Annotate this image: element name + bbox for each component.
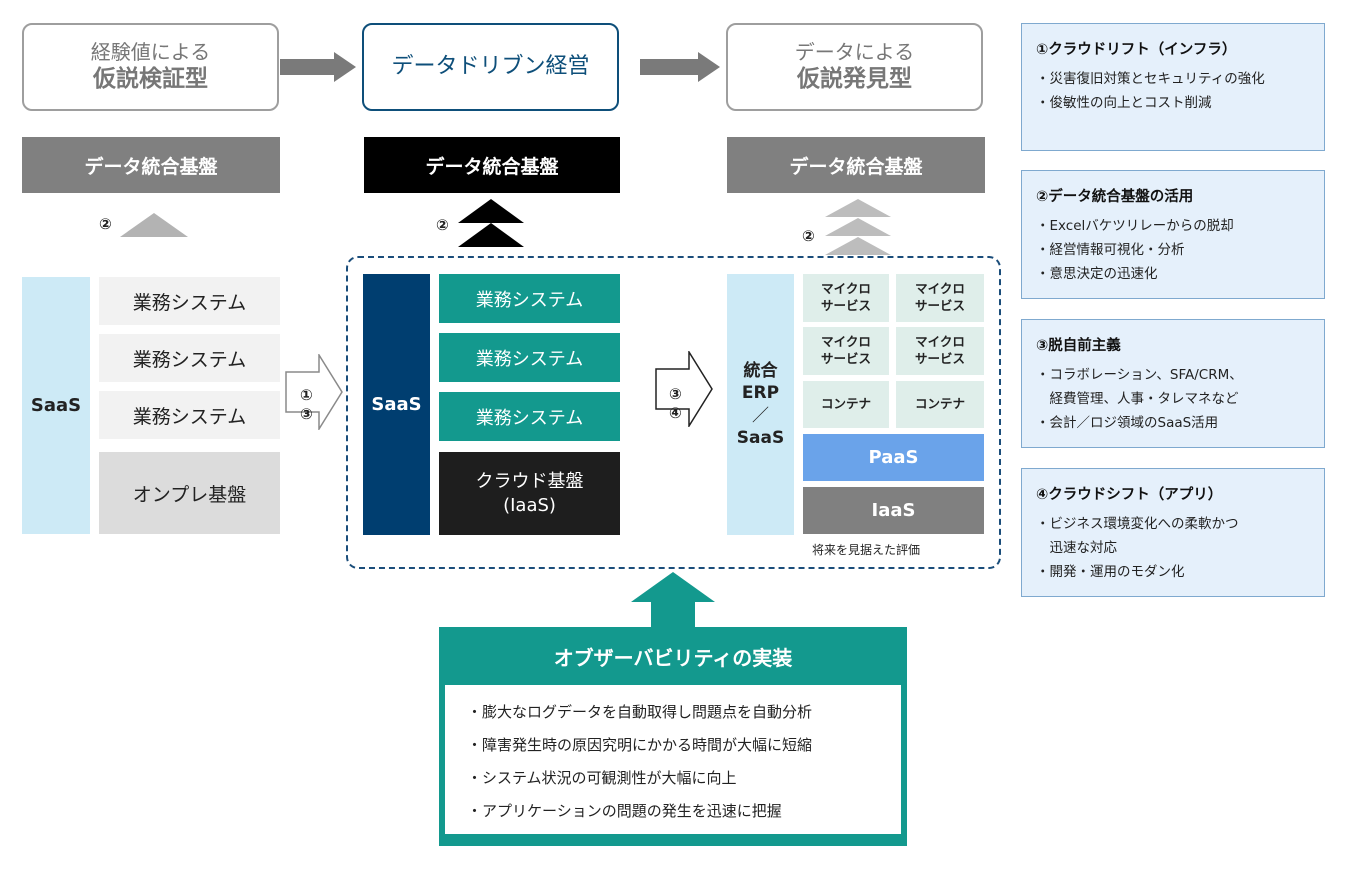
panel-title: ②データ統合基盤の活用 <box>1036 189 1194 205</box>
left-system-2: 業務システム <box>99 334 280 382</box>
panel-title: ①クラウドリフト（インフラ） <box>1036 42 1237 58</box>
middle-system-2: 業務システム <box>439 333 620 382</box>
microservice-box: マイクロ サービス <box>896 274 984 322</box>
observability-title: オブザーバビリティの実装 <box>553 645 793 670</box>
observability-item: ・アプリケーションの問題の発生を迅速に把握 <box>467 802 782 820</box>
left-system-1: 業務システム <box>99 277 280 325</box>
panel-item: ・意思決定の迅速化 <box>1036 266 1158 282</box>
right-erp-saas-column: 統合 ERP ／ SaaS <box>727 274 794 535</box>
platform-header-right: データ統合基盤 <box>727 137 985 193</box>
observability-item: ・障害発生時の原因究明にかかる時間が大幅に短縮 <box>467 736 813 754</box>
panel-item: ・Excelバケツリレーからの脱却 <box>1036 218 1234 234</box>
panel-item: ・災害復旧対策とセキュリティの強化 <box>1036 71 1265 87</box>
double-chevron-up-icon <box>458 199 524 247</box>
left-system-3: 業務システム <box>99 391 280 439</box>
step-three-label: ③ <box>669 385 682 403</box>
phase-line2: 仮説検証型 <box>93 66 208 93</box>
step-two-label: ② <box>436 216 449 234</box>
microservice-line2: サービス <box>914 298 965 313</box>
panel-item: ・コラボレーション、SFA/CRM、 <box>1036 367 1243 383</box>
paas-layer: PaaS <box>803 434 984 481</box>
panel-item: 経費管理、人事・タレマネなど <box>1036 391 1239 407</box>
arrow-right-icon <box>280 52 356 82</box>
panel-beyond-inhouse: ③脱自前主義 ・コラボレーション、SFA/CRM、 経費管理、人事・タレマネなど… <box>1021 319 1325 448</box>
middle-system-3: 業務システム <box>439 392 620 441</box>
step-two-label: ② <box>99 215 112 233</box>
chevron-up-icon <box>120 213 188 237</box>
panel-item: 迅速な対応 <box>1036 540 1117 556</box>
platform-header-middle: データ統合基盤 <box>364 137 620 193</box>
evaluation-scope-frame <box>346 256 1001 569</box>
step-two-label: ② <box>802 227 815 245</box>
microservice-line1: マイクロ <box>821 334 871 350</box>
microservice-box: マイクロ サービス <box>803 327 889 375</box>
microservice-box: マイクロ サービス <box>803 274 889 322</box>
container-box: コンテナ <box>896 381 984 428</box>
arrow-up-icon <box>631 572 715 628</box>
erp-line3: ／ <box>752 405 769 426</box>
microservice-line1: マイクロ <box>915 281 965 297</box>
left-saas-label: SaaS <box>30 395 82 416</box>
erp-line4: SaaS <box>736 427 785 448</box>
panel-data-platform: ②データ統合基盤の活用 ・Excelバケツリレーからの脱却 ・経営情報可視化・分… <box>1021 170 1325 299</box>
panel-title: ③脱自前主義 <box>1036 338 1121 354</box>
panel-title: ④クラウドシフト（アプリ） <box>1036 487 1223 503</box>
phase-hypothesis-verification: 経験値による 仮説検証型 <box>22 23 279 111</box>
microservice-line2: サービス <box>914 351 965 366</box>
observability-item: ・膨大なログデータを自動取得し問題点を自動分析 <box>467 703 813 721</box>
cloud-platform-sublabel: (IaaS) <box>503 494 556 516</box>
phase-line1: データドリブン経営 <box>391 53 590 79</box>
step-one-label: ① <box>300 386 313 404</box>
middle-saas-label: SaaS <box>371 394 422 415</box>
panel-item: ・会計／ロジ領域のSaaS活用 <box>1036 415 1219 431</box>
container-box: コンテナ <box>803 381 889 428</box>
panel-item: ・開発・運用のモダン化 <box>1036 564 1185 580</box>
observability-item: ・システム状況の可観測性が大幅に向上 <box>467 769 737 787</box>
arrow-right-icon <box>640 52 720 82</box>
microservice-line2: サービス <box>820 298 871 313</box>
middle-system-1: 業務システム <box>439 274 620 323</box>
microservice-line1: マイクロ <box>821 281 871 297</box>
panel-item: ・俊敏性の向上とコスト削減 <box>1036 95 1212 111</box>
panel-item: ・経営情報可視化・分析 <box>1036 242 1185 258</box>
step-four-label: ④ <box>669 404 682 422</box>
step-three-label: ③ <box>300 405 313 423</box>
triple-chevron-up-icon <box>825 199 891 255</box>
arrow-right-outline-icon <box>655 351 713 427</box>
phase-line2: 仮説発見型 <box>797 66 912 93</box>
observability-list: ・膨大なログデータを自動取得し問題点を自動分析 ・障害発生時の原因究明にかかる時… <box>445 685 901 834</box>
erp-line1: 統合 <box>743 361 778 382</box>
left-saas-column: SaaS <box>22 277 90 534</box>
microservice-line2: サービス <box>820 351 871 366</box>
phase-data-driven: データドリブン経営 <box>362 23 619 111</box>
phase-hypothesis-discovery: データによる 仮説発見型 <box>726 23 983 111</box>
cloud-platform-label: クラウド基盤 <box>475 471 584 493</box>
observability-panel: オブザーバビリティの実装 ・膨大なログデータを自動取得し問題点を自動分析 ・障害… <box>439 627 907 846</box>
middle-saas-column: SaaS <box>363 274 430 535</box>
arrow-right-outline-icon <box>285 354 343 430</box>
future-evaluation-note: 将来を見据えた評価 <box>812 543 921 557</box>
phase-line1: 経験値による <box>90 40 211 65</box>
iaas-layer: IaaS <box>803 487 984 534</box>
left-onprem-platform: オンプレ基盤 <box>99 452 280 534</box>
microservice-box: マイクロ サービス <box>896 327 984 375</box>
platform-header-left: データ統合基盤 <box>22 137 280 193</box>
middle-cloud-platform: クラウド基盤 (IaaS) <box>439 452 620 535</box>
microservice-line1: マイクロ <box>915 334 965 350</box>
phase-line1: データによる <box>794 40 915 65</box>
panel-item: ・ビジネス環境変化への柔軟かつ <box>1036 516 1239 532</box>
panel-cloud-shift: ④クラウドシフト（アプリ） ・ビジネス環境変化への柔軟かつ 迅速な対応 ・開発・… <box>1021 468 1325 597</box>
erp-line2: ERP <box>741 383 780 404</box>
panel-cloud-lift: ①クラウドリフト（インフラ） ・災害復旧対策とセキュリティの強化 ・俊敏性の向上… <box>1021 23 1325 151</box>
